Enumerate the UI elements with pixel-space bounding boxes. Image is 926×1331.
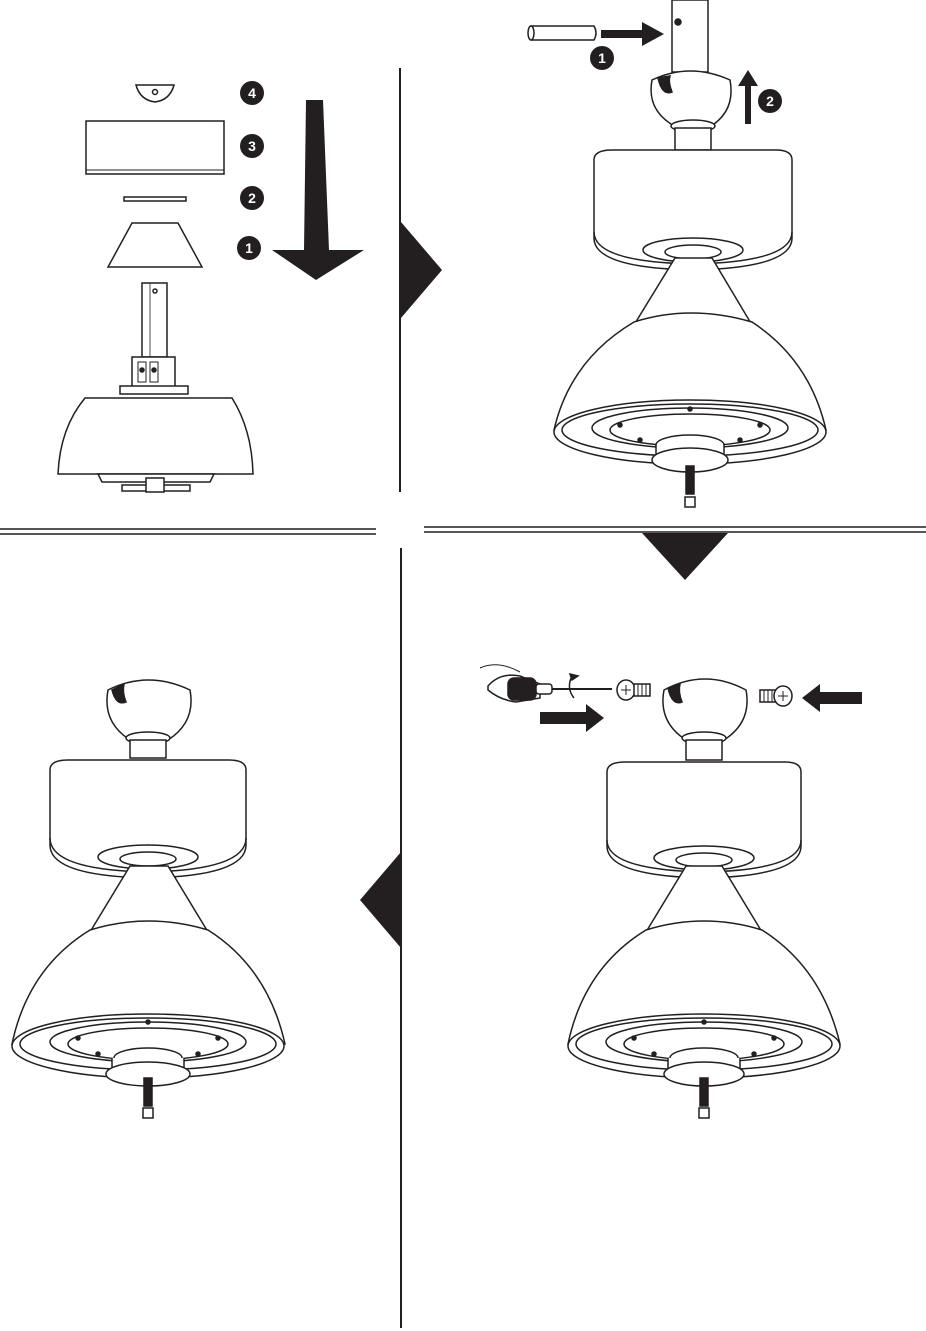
canopy <box>106 679 192 759</box>
down-arrow <box>272 100 364 280</box>
up-arrow <box>738 70 758 124</box>
motor-dome <box>553 312 827 508</box>
screw-icon <box>616 679 651 701</box>
step-badge-1: 1 <box>590 46 614 70</box>
motor-dome <box>11 920 286 1119</box>
downrod <box>671 0 709 73</box>
step-badge-2: 2 <box>240 186 264 210</box>
panel-exploded-view <box>57 84 364 493</box>
coupling <box>119 356 189 395</box>
screwdriver-icon <box>479 664 612 703</box>
step-badge-4: 4 <box>240 81 264 105</box>
left-arrow <box>802 684 862 712</box>
svg-text:2: 2 <box>248 190 256 206</box>
panel-dividers <box>0 68 926 1328</box>
canopy <box>650 70 732 151</box>
svg-text:3: 3 <box>248 138 256 154</box>
top-right-step-badges: 1 2 <box>590 46 782 113</box>
flow-right-triangle <box>401 222 442 318</box>
svg-text:1: 1 <box>598 50 606 66</box>
part-2-ring <box>123 196 187 202</box>
panel-canopy-removal <box>527 0 827 508</box>
top-left-step-badges: 4 3 2 1 <box>237 81 264 260</box>
panel-screw-install <box>479 664 862 1119</box>
downrod <box>141 282 168 358</box>
motor-dome <box>57 397 254 493</box>
part-1-cone <box>106 222 204 268</box>
step-badge-2: 2 <box>758 89 782 113</box>
svg-text:4: 4 <box>248 85 256 101</box>
step-badge-1: 1 <box>237 236 261 260</box>
part-3-housing <box>85 120 225 175</box>
svg-text:1: 1 <box>245 240 253 256</box>
pin <box>527 25 597 41</box>
flow-down-triangle <box>642 533 728 580</box>
motor-dome <box>567 920 841 1119</box>
right-arrow <box>540 704 604 732</box>
switch-housing <box>593 149 793 271</box>
part-4-cap <box>135 84 175 103</box>
screw-icon-right <box>759 685 793 707</box>
panel-assembled-fan <box>11 679 286 1119</box>
step-badge-3: 3 <box>240 134 264 158</box>
switch-housing <box>49 759 247 879</box>
svg-text:2: 2 <box>766 93 774 109</box>
flow-left-triangle <box>360 852 401 948</box>
canopy <box>662 678 748 761</box>
right-arrow <box>601 22 664 46</box>
switch-housing <box>606 761 802 879</box>
